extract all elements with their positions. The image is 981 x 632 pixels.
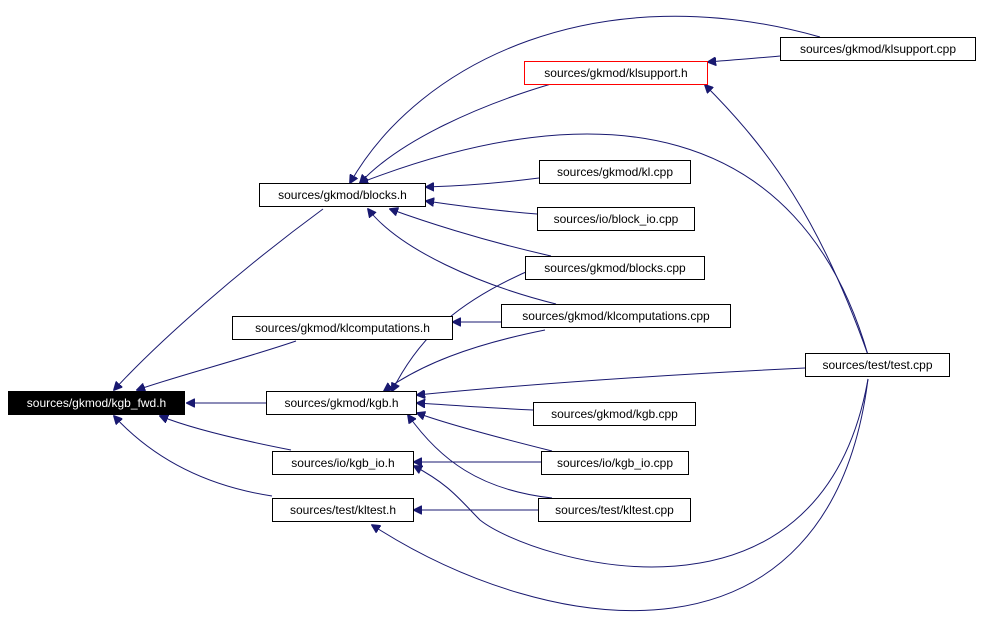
edge-klsupport-cpp-to-blocks-h: [350, 15, 821, 183]
edge-test-cpp-to-kgb-h: [417, 367, 806, 395]
node-klsupport-h[interactable]: sources/gkmod/klsupport.h: [524, 61, 708, 85]
edge-kgb-io-h-to-kgb-fwd-h: [160, 416, 292, 451]
node-kgb-fwd-h[interactable]: sources/gkmod/kgb_fwd.h: [8, 391, 185, 415]
edge-block-io-cpp-to-blocks-h: [426, 201, 538, 215]
node-blocks-h[interactable]: sources/gkmod/blocks.h: [259, 183, 426, 207]
edge-kgb-cpp-to-kgb-h: [417, 403, 534, 411]
node-block-io-cpp[interactable]: sources/io/block_io.cpp: [537, 207, 695, 231]
node-kgb-cpp[interactable]: sources/gkmod/kgb.cpp: [533, 402, 696, 426]
node-kltest-h[interactable]: sources/test/kltest.h: [272, 498, 414, 522]
edge-test-cpp-to-kgb-io-h: [414, 378, 869, 568]
edge-test-cpp-to-blocks-h: [360, 133, 869, 356]
edge-klcomputations-cpp-to-blocks-h: [368, 209, 557, 305]
node-klcomputations-h[interactable]: sources/gkmod/klcomputations.h: [232, 316, 453, 340]
node-kgb-io-cpp[interactable]: sources/io/kgb_io.cpp: [541, 451, 689, 475]
node-klcomputations-cpp[interactable]: sources/gkmod/klcomputations.cpp: [501, 304, 731, 328]
edge-klsupport-h-to-blocks-h: [360, 83, 552, 183]
edge-test-cpp-to-kltest-h: [372, 378, 869, 611]
edge-kltest-h-to-kgb-fwd-h: [114, 416, 273, 497]
node-kl-cpp[interactable]: sources/gkmod/kl.cpp: [539, 160, 691, 184]
edge-klcomputations-cpp-to-kgb-h: [384, 329, 546, 391]
edge-klcomputations-h-to-kgb-fwd-h: [137, 340, 297, 390]
edge-test-cpp-to-klsupport-h: [705, 85, 869, 356]
edge-blocks-cpp-to-blocks-h: [390, 209, 552, 257]
edge-blocks-h-to-kgb-fwd-h: [114, 208, 324, 390]
node-blocks-cpp[interactable]: sources/gkmod/blocks.cpp: [525, 256, 705, 280]
node-klsupport-cpp[interactable]: sources/gkmod/klsupport.cpp: [780, 37, 976, 61]
node-test-cpp[interactable]: sources/test/test.cpp: [805, 353, 950, 377]
edge-kl-cpp-to-blocks-h: [426, 177, 540, 187]
node-kgb-h[interactable]: sources/gkmod/kgb.h: [266, 391, 417, 415]
edge-klsupport-cpp-to-klsupport-h: [708, 55, 781, 62]
edge-kltest-cpp-to-kgb-h: [408, 415, 553, 499]
node-kgb-io-h[interactable]: sources/io/kgb_io.h: [272, 451, 414, 475]
node-kltest-cpp[interactable]: sources/test/kltest.cpp: [538, 498, 691, 522]
edge-kgb-io-cpp-to-kgb-h: [417, 413, 553, 452]
